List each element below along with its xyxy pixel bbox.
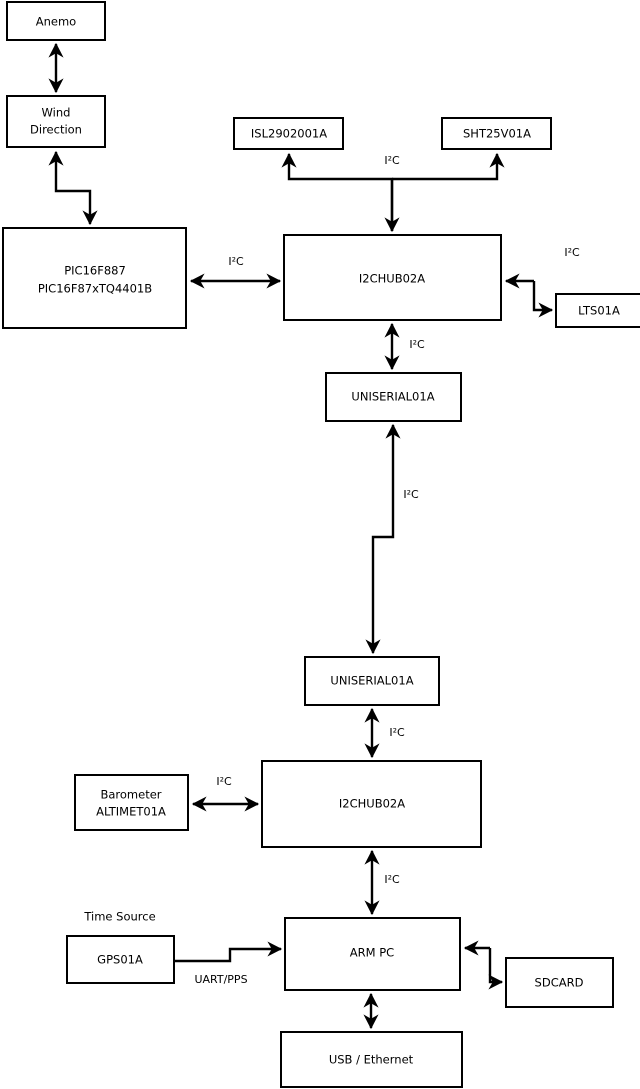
node-sdcard[interactable]: SDCARD <box>505 957 614 1008</box>
node-barometer[interactable]: Barometer ALTIMET01A <box>74 774 189 831</box>
connector-wind-pic <box>48 150 98 226</box>
node-sht25v01a[interactable]: SHT25V01A <box>441 117 552 150</box>
node-lts01a[interactable]: LTS01A <box>555 293 640 328</box>
node-isl2902001a[interactable]: ISL2902001A <box>233 117 344 150</box>
connector-hubtop-lts-in <box>532 281 554 318</box>
node-gps01a[interactable]: GPS01A <box>66 935 175 984</box>
connector-layer <box>48 42 554 1030</box>
connector-hubtop-isl <box>281 152 394 231</box>
node-uniserial01a-upper[interactable]: UNISERIAL01A <box>325 372 462 422</box>
bus-label-barometer-hub2: I²C <box>216 775 232 788</box>
node-label-usb-ethernet: USB / Ethernet <box>329 1053 414 1067</box>
node-wind-direction[interactable]: Wind Direction <box>6 95 106 148</box>
node-label-i2chub02a-top: I2CHUB02A <box>359 272 425 286</box>
node-anemo[interactable]: Anemo <box>6 1 106 41</box>
node-label-gps01a: GPS01A <box>97 953 143 967</box>
bus-label-isl-sht: I²C <box>384 154 400 167</box>
node-label-sht25v01a: SHT25V01A <box>463 127 531 141</box>
connector-armpc-sdcard-in <box>488 948 504 990</box>
node-label-uniserial01a-upper: UNISERIAL01A <box>351 390 434 404</box>
connector-hubtop-sht <box>392 152 505 181</box>
node-arm-pc[interactable]: ARM PC <box>284 917 461 991</box>
node-label-arm-pc: ARM PC <box>350 946 394 960</box>
node-label-uniserial01a-lower: UNISERIAL01A <box>330 674 413 688</box>
node-label-isl2902001a: ISL2902001A <box>251 127 327 141</box>
node-pic[interactable]: PIC16F887 PIC16F87xTQ4401B <box>2 227 187 329</box>
bus-label-gps-armpc: UART/PPS <box>194 973 247 986</box>
bus-label-hub-uniserial: I²C <box>409 338 425 351</box>
bus-label-hub2-armpc: I²C <box>384 873 400 886</box>
node-usb-ethernet[interactable]: USB / Ethernet <box>280 1031 463 1088</box>
node-label-lts01a: LTS01A <box>578 304 620 318</box>
node-label-barometer-line1: Barometer <box>100 788 161 802</box>
connector-uniserial-link <box>365 423 401 655</box>
node-i2chub02a-top[interactable]: I2CHUB02A <box>283 234 502 321</box>
node-label-wind-direction-line2: Direction <box>30 123 82 137</box>
node-label-i2chub02a-bottom: I2CHUB02A <box>339 797 405 811</box>
bus-label-hub-lts: I²C <box>564 246 580 259</box>
node-label-pic-line1: PIC16F887 <box>64 264 126 278</box>
node-label-barometer-line2: ALTIMET01A <box>96 805 166 819</box>
bus-label-pic-hub: I²C <box>228 255 244 268</box>
node-label-pic-line2: PIC16F87xTQ4401B <box>38 282 152 296</box>
connector-gps-armpc <box>174 941 283 963</box>
annotation-time-source: Time Source <box>83 910 155 924</box>
node-label-sdcard: SDCARD <box>535 976 584 990</box>
node-uniserial01a-lower[interactable]: UNISERIAL01A <box>304 656 440 706</box>
node-i2chub02a-bottom[interactable]: I2CHUB02A <box>261 760 482 848</box>
bus-label-uniserial-hub2: I²C <box>389 726 405 739</box>
node-label-anemo: Anemo <box>36 15 76 29</box>
node-label-wind-direction-line1: Wind <box>42 106 71 120</box>
bus-label-uniserial-link: I²C <box>403 488 419 501</box>
